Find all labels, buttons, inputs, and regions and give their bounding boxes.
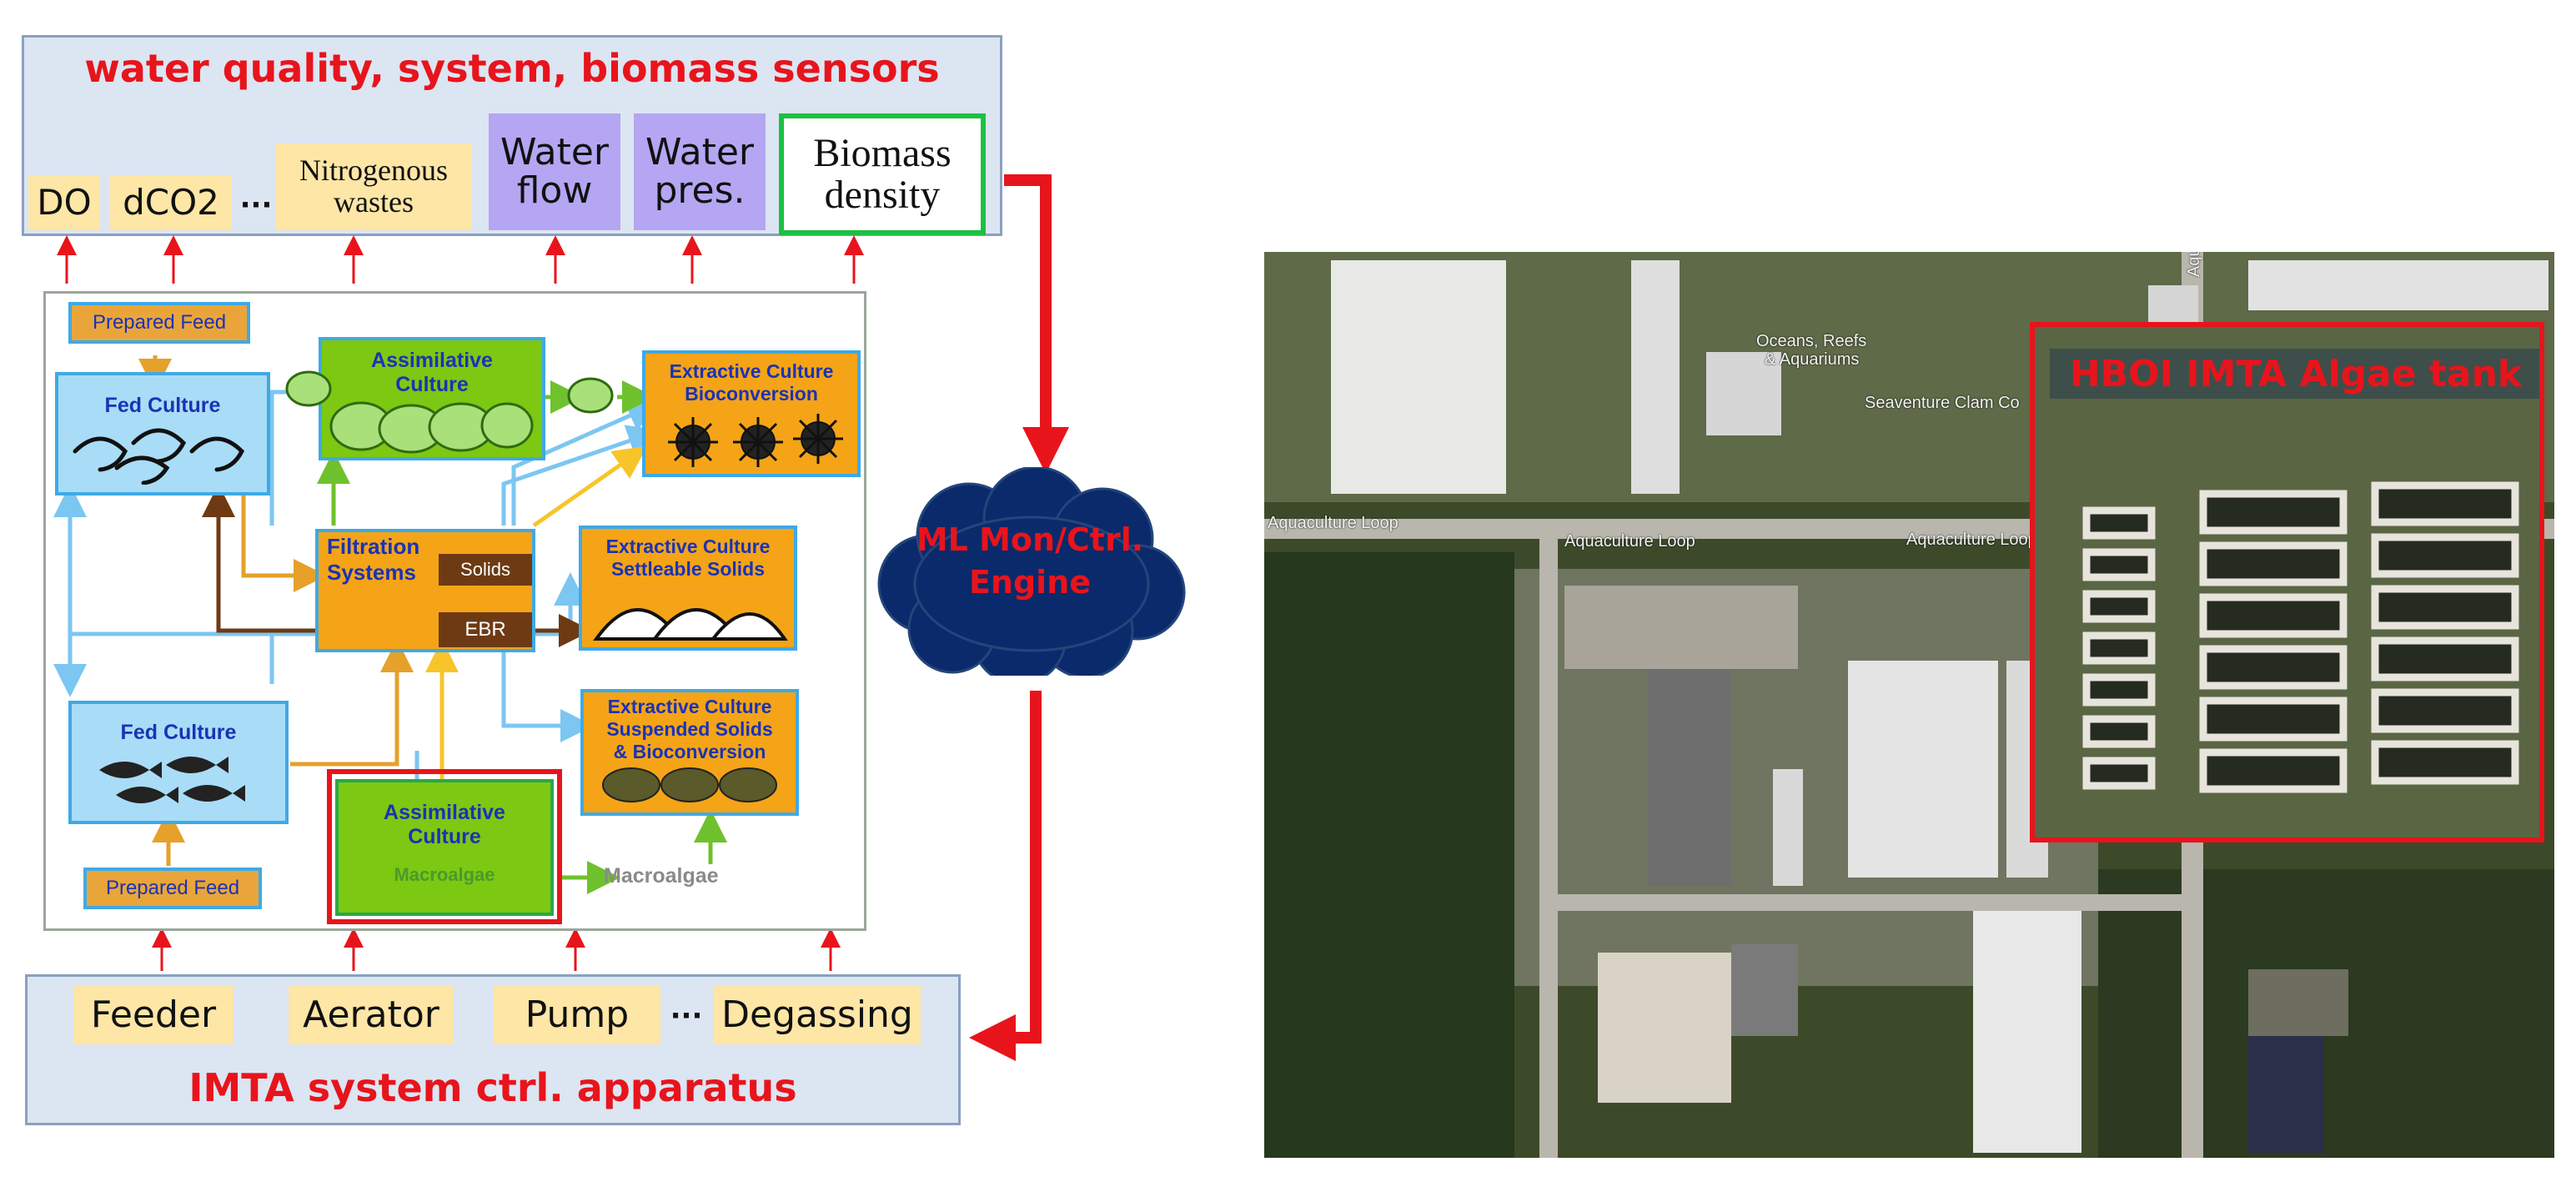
fish-icon: [99, 757, 245, 803]
poi-label-3: Seaventure Clam Co: [1865, 394, 2020, 412]
control-chip-feeder: Feeder: [73, 986, 233, 1044]
assimilative-top-line1: Assimilative: [371, 349, 493, 372]
sensor-to-engine-arrow: [1004, 174, 1069, 474]
sensor-chip-water-pressure-line2: pres.: [654, 169, 746, 212]
macroalgae-output-label: Macroalgae: [604, 864, 719, 888]
control-feed-arrows: [152, 928, 841, 971]
assimilative-bottom-line2: Culture: [408, 825, 481, 848]
sensor-chip-dco2: dCO2: [110, 175, 232, 230]
sensor-chip-biomass-density: Biomass density: [779, 113, 986, 235]
assimilative-bottom-line1: Assimilative: [384, 801, 505, 824]
seaweed-small-icon-2: [567, 377, 614, 414]
sensor-chip-do: DO: [28, 175, 100, 230]
fed-culture-fish-label: Fed Culture: [120, 721, 237, 744]
shell-icon: [593, 608, 788, 641]
assimilative-culture-bottom-box: Assimilative Culture Macroalgae: [335, 779, 554, 916]
assimilative-top-line2: Culture: [395, 373, 469, 396]
sensor-feed-arrows: [57, 235, 864, 284]
ml-engine-label: ML Mon/Ctrl. Engine: [869, 519, 1191, 605]
fed-culture-shrimp-label: Fed Culture: [104, 394, 221, 417]
seaweed-small-icon: [285, 370, 332, 407]
algae-tank-inset: HBOI IMTA Algae tank: [2030, 322, 2544, 842]
extractive-settle-line1: Extractive Culture: [605, 536, 771, 557]
extractive-bio-line1: Extractive Culture: [669, 360, 834, 382]
sensor-chip-water-flow: Water flow: [489, 113, 620, 230]
oyster-icon: [602, 767, 777, 802]
sensor-chip-water-flow-line1: Water: [500, 130, 610, 174]
sensor-chip-biomass-line1: Biomass: [813, 130, 952, 175]
filtration-line2: Systems: [327, 560, 416, 585]
extractive-bio-line2: Bioconversion: [685, 383, 818, 405]
sensor-chip-ellipsis: ···: [239, 189, 273, 223]
extractive-settleable-box: Extractive Culture Settleable Solids: [579, 526, 797, 651]
fed-culture-fish-box: Fed Culture: [68, 701, 289, 824]
control-chip-aerator: Aerator: [289, 986, 454, 1044]
sensor-chip-water-pressure: Water pres.: [634, 113, 766, 230]
macroalgae-inner-label: Macroalgae: [394, 864, 495, 885]
sensor-chip-nitrogenous: Nitrogenous wastes: [275, 143, 472, 230]
road-label-2: Aquaculture Loop: [1564, 532, 1695, 551]
control-panel-title: IMTA system ctrl. apparatus: [188, 1065, 797, 1110]
road-label-3: Aquaculture Loop: [1906, 531, 2037, 549]
sensor-chip-nitrogenous-line2: wastes: [334, 185, 414, 219]
extractive-susp-line2: Suspended Solids: [606, 718, 773, 740]
fed-culture-shrimp-box: Fed Culture: [55, 372, 270, 495]
inset-label: HBOI IMTA Algae tank: [2050, 349, 2539, 399]
seaweed-icon: [329, 401, 534, 454]
extractive-bioconversion-box: Extractive Culture Bioconversion: [642, 350, 861, 477]
poi-label-2: & Aquariums: [1765, 350, 1860, 369]
prepared-feed-top: Prepared Feed: [68, 302, 250, 344]
sensor-chip-biomass-line2: density: [824, 173, 941, 217]
ml-engine-line1: ML Mon/Ctrl.: [916, 521, 1144, 558]
algae-tank-photo: [2035, 327, 2539, 837]
control-chip-pump: Pump: [494, 986, 660, 1044]
road-label-4: Aquaculture: [2185, 252, 2204, 277]
extractive-settle-line2: Settleable Solids: [610, 558, 766, 580]
control-chip-degassing: Degassing: [714, 986, 921, 1044]
sensor-panel-title: water quality, system, biomass sensors: [84, 46, 940, 91]
ebr-unit: EBR: [439, 612, 532, 647]
road-label-1: Aquaculture Loop: [1268, 514, 1398, 532]
shrimp-icon: [73, 428, 245, 485]
solids-unit: Solids: [439, 554, 532, 586]
filtration-line1: Filtration: [327, 534, 420, 559]
extractive-suspended-box: Extractive Culture Suspended Solids & Bi…: [580, 689, 799, 816]
prepared-feed-bottom: Prepared Feed: [83, 868, 262, 909]
ml-engine-cloud: [877, 467, 1186, 676]
assimilative-culture-top-box: Assimilative Culture: [319, 337, 545, 460]
ml-engine-line2: Engine: [968, 564, 1092, 601]
extractive-susp-line1: Extractive Culture: [607, 696, 772, 717]
sea-urchin-icon: [668, 414, 843, 467]
engine-to-control-arrow: [969, 691, 1042, 1061]
sensor-chip-water-pressure-line1: Water: [645, 130, 755, 174]
sensor-chip-nitrogenous-line1: Nitrogenous: [299, 153, 448, 188]
satellite-map: [1264, 252, 2554, 1158]
control-chip-ellipsis: ···: [670, 999, 703, 1034]
poi-label-1: Oceans, Reefs: [1756, 332, 1867, 350]
assimilative-highlight-frame: [327, 769, 562, 924]
extractive-susp-line3: & Bioconversion: [613, 741, 766, 762]
satellite-image: Aquaculture Loop Aquaculture Loop Aquacu…: [1264, 252, 2554, 1158]
sensor-chip-water-flow-line2: flow: [516, 169, 593, 212]
